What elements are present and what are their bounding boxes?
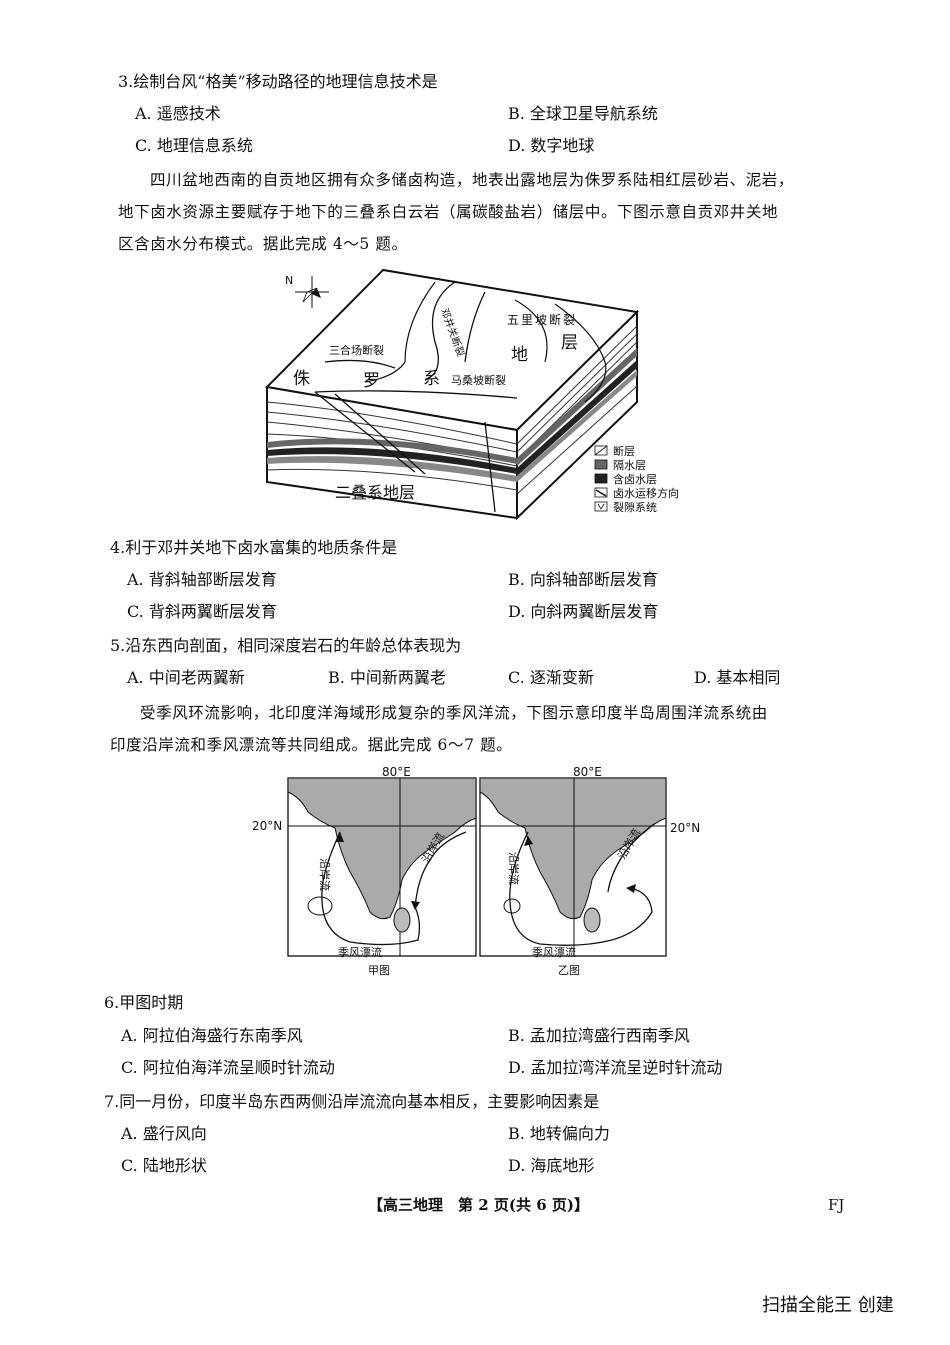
map-yi: 沿岸流 沿岸流 季风漂流 80°E 20°N 乙图 — [479, 765, 700, 977]
yi-coastal-west: 沿岸流 — [507, 852, 521, 885]
q4-option-b: B. 向斜轴部断层发育 — [508, 570, 658, 589]
q4-option-c: C. 背斜两翼断层发育 — [127, 602, 277, 621]
q5-option-d: D. 基本相同 — [694, 668, 781, 687]
yi-lon: 80°E — [573, 765, 602, 779]
scanner-watermark: 扫描全能王 创建 — [762, 1295, 894, 1316]
jia-coastal-west: 沿岸流 — [318, 858, 332, 891]
q7-option-a: A. 盛行风向 — [121, 1124, 207, 1143]
q5-option-b: B. 中间新两翼老 — [328, 668, 446, 687]
q3-option-c: C. 地理信息系统 — [135, 136, 253, 155]
north-label: N — [285, 274, 293, 287]
triassic-label: 二叠系地层 — [335, 483, 415, 502]
q6-option-c: C. 阿拉伯海洋流呈顺时针流动 — [121, 1058, 335, 1077]
q3-option-b: B. 全球卫星导航系统 — [508, 104, 658, 123]
legend-fracture: 裂隙系统 — [613, 500, 657, 514]
page-footer: 【高三地理 第 2 页(共 6 页)】 — [368, 1196, 589, 1214]
q6-option-a: A. 阿拉伯海盛行东南季风 — [121, 1026, 303, 1045]
yi-drift: 季风漂流 — [532, 945, 576, 959]
legend-fault: 断层 — [613, 444, 635, 458]
passage1-line3: 区含卤水分布模式。据此完成 4～5 题。 — [118, 235, 408, 253]
jurassic-char-5: 层 — [561, 333, 578, 353]
yi-lat: 20°N — [670, 821, 700, 835]
passage1-line1: 四川盆地西南的自贡地区拥有众多储卤构造，地表出露地层为侏罗系陆相红层砂岩、泥岩， — [150, 171, 795, 189]
q4-stem: 4.利于邓井关地下卤水富集的地质条件是 — [110, 538, 398, 557]
q6-stem: 6.甲图时期 — [104, 993, 184, 1012]
q7-stem: 7.同一月份，印度半岛东西两侧沿岸流流向基本相反，主要影响因素是 — [104, 1092, 600, 1111]
q7-option-d: D. 海底地形 — [508, 1156, 595, 1175]
north-arrow-icon: N — [285, 274, 329, 308]
legend-migration: 卤水运移方向 — [613, 486, 679, 500]
q6-option-b: B. 孟加拉湾盛行西南季风 — [508, 1026, 690, 1045]
q4-option-d: D. 向斜两翼断层发育 — [508, 602, 659, 621]
passage1-line2: 地下卤水资源主要赋存于地下的三叠系白云岩（属碳酸盐岩）储层中。下图示意自贡邓井关… — [118, 203, 779, 221]
q7-option-b: B. 地转偏向力 — [508, 1124, 610, 1143]
q3-stem: 3.绘制台风“格美”移动路径的地理信息技术是 — [118, 72, 438, 91]
q5-option-c: C. 逐渐变新 — [508, 668, 594, 687]
q6-option-d: D. 孟加拉湾洋流呈逆时针流动 — [508, 1058, 723, 1077]
jia-drift: 季风漂流 — [338, 945, 382, 959]
jia-lat: 20°N — [252, 819, 282, 833]
yi-caption: 乙图 — [558, 964, 580, 977]
geology-block-diagram: N 邓井关断裂 五里坡断裂 三合场断裂 马桑坡断裂 侏 罗 系 地 层 二叠系地… — [264, 268, 679, 521]
legend: 断层 隔水层 含卤水层 卤水运移方向 裂隙系统 — [594, 444, 679, 514]
q3-option-d: D. 数字地球 — [508, 136, 595, 155]
legend-aquitard: 隔水层 — [613, 459, 646, 472]
fault-masangpo-label: 马桑坡断裂 — [451, 373, 506, 387]
legend-brine-layer: 含卤水层 — [613, 472, 657, 486]
jurassic-char-3: 系 — [423, 369, 440, 389]
q4-option-a: A. 背斜轴部断层发育 — [127, 570, 277, 589]
passage2-line2: 印度沿岸流和季风漂流等共同组成。据此完成 6～7 题。 — [110, 736, 513, 754]
q5-option-a: A. 中间老两翼新 — [127, 668, 245, 687]
q3-option-a: A. 遥感技术 — [135, 104, 221, 123]
jia-lon: 80°E — [382, 765, 411, 779]
jurassic-char-2: 罗 — [363, 371, 380, 391]
q7-option-c: C. 陆地形状 — [121, 1156, 207, 1175]
passage2-line1: 受季风环流影响，北印度洋海域形成复杂的季风洋流，下图示意印度半岛周围洋流系统由 — [140, 704, 768, 722]
india-current-maps: 沿岸流 沿岸流 季风漂流 80°E 20°N 甲图 沿岸流 沿岸流 季风漂流 8… — [252, 765, 700, 977]
map-jia: 沿岸流 沿岸流 季风漂流 80°E 20°N 甲图 — [252, 765, 477, 977]
jurassic-char-1: 侏 — [293, 369, 310, 389]
exam-code: FJ — [828, 1196, 845, 1214]
jia-caption: 甲图 — [368, 964, 390, 977]
fault-sanhechang-label: 三合场断裂 — [329, 343, 384, 357]
fault-wulipo-label: 五里坡断裂 — [507, 312, 577, 327]
q5-stem: 5.沿东西向剖面，相同深度岩石的年龄总体表现为 — [110, 636, 462, 655]
jurassic-char-4: 地 — [511, 345, 528, 365]
